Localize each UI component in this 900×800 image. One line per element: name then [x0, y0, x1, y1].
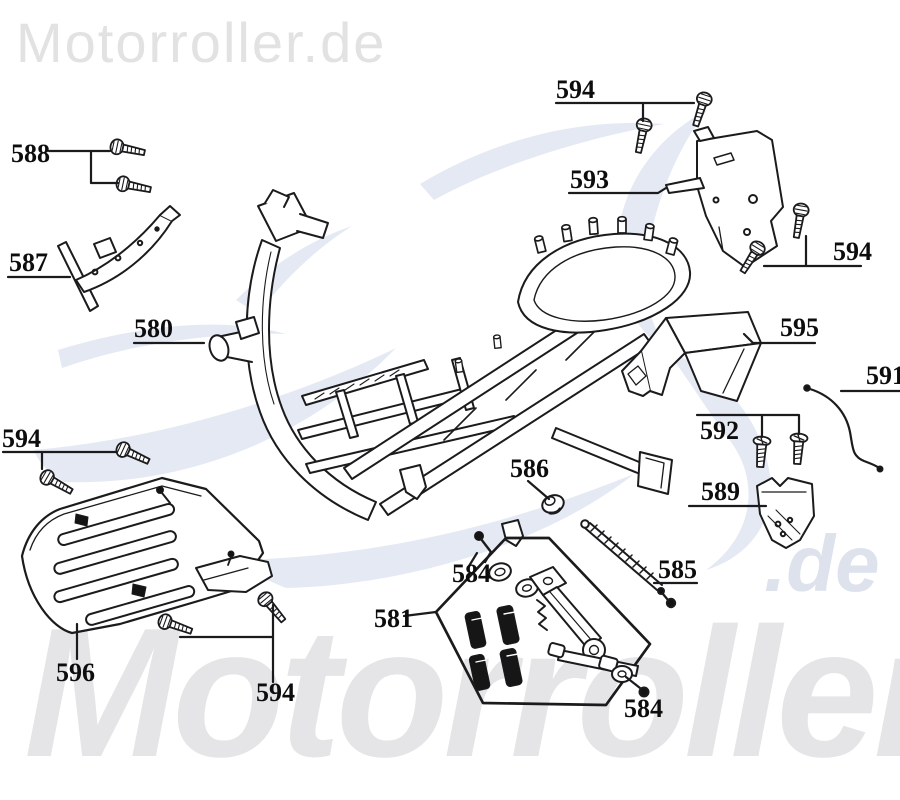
part-587-bracket [57, 205, 181, 312]
part-label-592: 592 [700, 416, 739, 445]
part-labels: 588 587 580 594 593 594 595 591 592 589 … [2, 75, 900, 723]
part-label-594-right: 594 [833, 237, 872, 266]
part-label-594-left: 594 [2, 424, 41, 453]
part-596-floor-panel [20, 476, 273, 635]
brand-watermark-top: Motorroller.de [16, 11, 387, 74]
part-label-584-bottom: 584 [624, 694, 663, 723]
part-label-581: 581 [374, 604, 413, 633]
part-label-588: 588 [11, 139, 50, 168]
part-label-593: 593 [570, 165, 609, 194]
part-588-bolts [108, 137, 153, 198]
part-581-kit-box [434, 536, 652, 707]
part-label-596: 596 [56, 658, 95, 687]
part-label-591: 591 [866, 361, 900, 390]
part-label-585: 585 [658, 555, 697, 584]
part-label-580: 580 [134, 314, 173, 343]
part-591-cable [803, 384, 884, 473]
rubber-pads [464, 604, 523, 691]
leader-lines [1, 101, 900, 684]
part-585-spring [580, 519, 677, 609]
part-label-584-top: 584 [452, 559, 491, 588]
part-label-594-top: 594 [556, 75, 595, 104]
part-592-screws [750, 432, 809, 469]
frame-drawing [208, 189, 692, 547]
part-label-589: 589 [701, 477, 740, 506]
part-593-bracket [665, 126, 784, 268]
part-label-595: 595 [780, 313, 819, 342]
part-label-586: 586 [510, 454, 549, 483]
part-label-594-bottom: 594 [256, 678, 295, 707]
part-584-pin-bottom [624, 675, 650, 698]
part-586-grommet [541, 494, 565, 515]
part-589-bracket [756, 477, 815, 549]
part-595-duct [621, 311, 762, 402]
part-label-587: 587 [9, 248, 48, 277]
